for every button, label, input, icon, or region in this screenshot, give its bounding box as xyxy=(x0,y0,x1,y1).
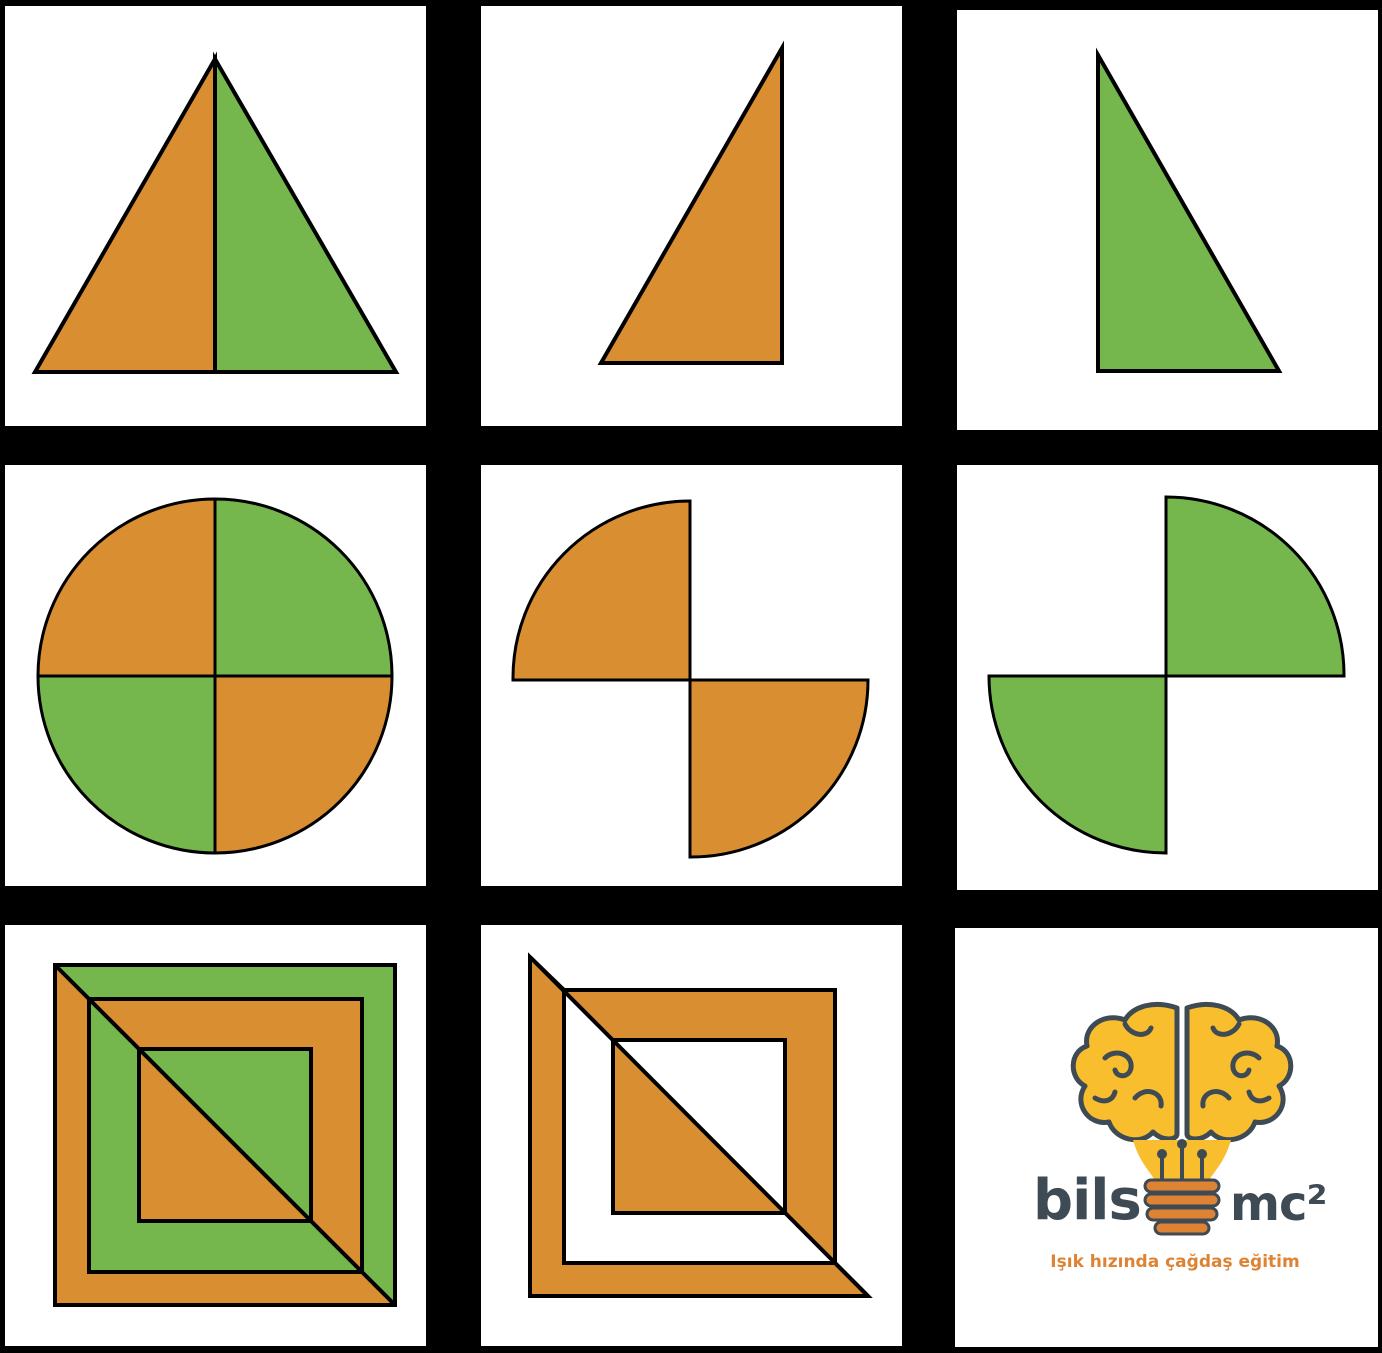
quarter-bottom-right xyxy=(213,674,394,855)
puzzle-cell-r1c2 xyxy=(481,6,902,426)
quarter-top-right xyxy=(213,497,394,678)
logo-cell: bils mc² Işık hızında çağdaş eğitim xyxy=(955,928,1378,1347)
quartered-circle-figure xyxy=(36,497,394,855)
orange-right-triangle xyxy=(597,40,784,365)
left-half-triangle xyxy=(31,51,217,374)
quarter-top-left xyxy=(36,497,217,678)
puzzle-cell-r1c1 xyxy=(5,6,426,426)
puzzle-cell-r2c3 xyxy=(957,465,1378,890)
orange-quarter-top-left xyxy=(511,499,692,682)
split-triangle-figure xyxy=(31,51,400,374)
brain-lightbulb-icon xyxy=(1070,1002,1294,1236)
green-quarter-bottom-left xyxy=(987,674,1168,855)
green-orange-frames-figure xyxy=(53,963,397,1307)
puzzle-cell-r1c3 xyxy=(957,10,1378,430)
green-right-triangle xyxy=(1096,47,1283,373)
logo-brand-left: bils xyxy=(1033,1168,1142,1233)
orange-quarter-bottom-right xyxy=(688,678,870,859)
puzzle-cell-r2c1 xyxy=(5,465,426,886)
right-half-triangle xyxy=(213,51,400,374)
logo-brand: bils mc² xyxy=(1025,1166,1345,1236)
orange-right-triangle-figure xyxy=(597,40,784,365)
puzzle-cell-r3c1 xyxy=(5,925,426,1346)
orange-quarters-figure xyxy=(511,499,870,859)
logo-tagline: Işık hızında çağdaş eğitim xyxy=(1050,1252,1300,1272)
puzzle-cell-r2c2 xyxy=(481,465,902,886)
orange-white-frames-figure xyxy=(528,952,873,1298)
logo-brand-right: mc² xyxy=(1230,1176,1327,1232)
green-quarters-figure xyxy=(987,495,1346,855)
green-quarter-top-right xyxy=(1164,495,1346,678)
puzzle-cell-r3c2 xyxy=(481,925,902,1346)
quarter-bottom-left xyxy=(36,674,217,855)
green-right-triangle-figure xyxy=(1096,47,1283,373)
